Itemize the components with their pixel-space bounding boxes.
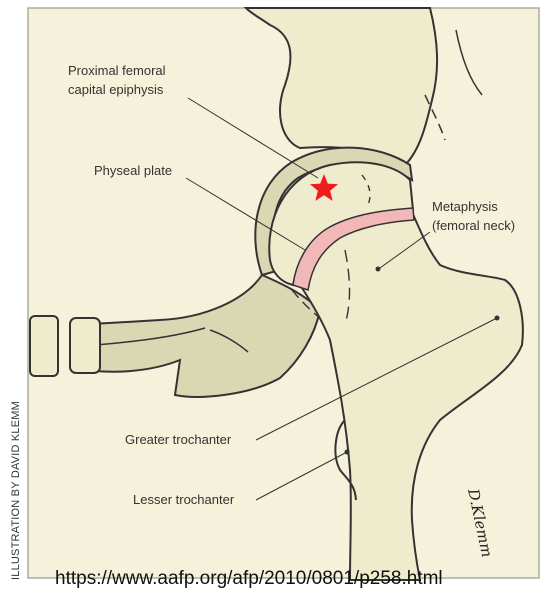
metaphysis-dot: [376, 267, 381, 272]
lesser-trochanter-dot: [345, 450, 350, 455]
greater-trochanter-dot: [495, 316, 500, 321]
epiphysis-label-line2: capital epiphysis: [68, 82, 164, 97]
metaphysis-label-line2: (femoral neck): [432, 218, 515, 233]
greater-trochanter-label: Greater trochanter: [125, 432, 232, 447]
symphysis-piece-right: [70, 318, 100, 373]
lesser-trochanter-label: Lesser trochanter: [133, 492, 235, 507]
metaphysis-label-line1: Metaphysis: [432, 199, 498, 214]
source-url: https://www.aafp.org/afp/2010/0801/p258.…: [55, 568, 443, 589]
epiphysis-label-line1: Proximal femoral: [68, 63, 166, 78]
illustration-credit: ILLUSTRATION BY DAVID KLEMM: [10, 401, 22, 580]
symphysis-piece-left: [30, 316, 58, 376]
physeal-plate-label: Physeal plate: [94, 163, 172, 178]
